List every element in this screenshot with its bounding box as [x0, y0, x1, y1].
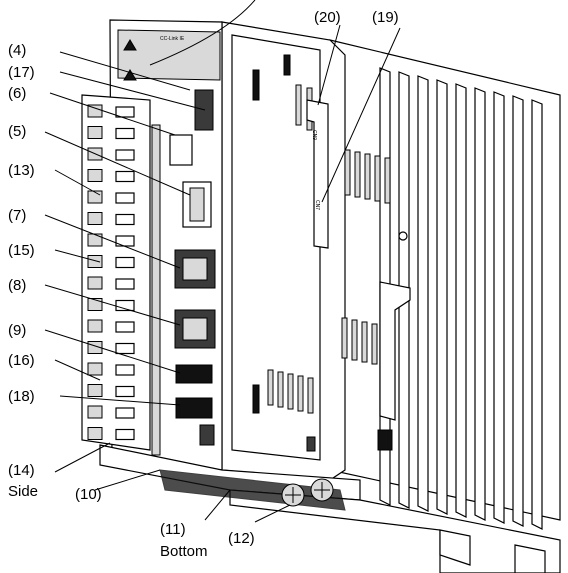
- heat-sink: [329, 39, 561, 530]
- terminal-slot: [115, 192, 135, 204]
- lower-vents: [252, 317, 393, 451]
- label-15: (15): [8, 242, 35, 259]
- label-20: (20): [314, 9, 341, 26]
- terminal-screw: [87, 212, 103, 225]
- terminal-slot: [115, 407, 135, 419]
- terminal-slot: [115, 235, 135, 247]
- heat-sink-fin: [531, 99, 543, 530]
- label-7: (7): [8, 207, 26, 224]
- label-6: (6): [8, 85, 26, 102]
- terminal-slot: [115, 213, 135, 226]
- bottom-base: [99, 444, 561, 573]
- cn-connector-9: [175, 364, 213, 384]
- terminal-slot: [115, 385, 135, 398]
- terminal-slot: [115, 321, 135, 333]
- cn9-text: CN9: [311, 130, 317, 140]
- side-hole: [398, 231, 408, 241]
- warning-icon-2: [123, 69, 137, 81]
- heat-sink-fin: [512, 95, 524, 527]
- mode-switch: [169, 134, 193, 166]
- label-4: (4): [8, 42, 26, 59]
- label-bottom: Bottom: [160, 543, 208, 560]
- cn7-text: CN7: [314, 200, 320, 210]
- heat-sink-fin: [493, 91, 505, 524]
- terminal-screw: [87, 405, 103, 419]
- terminal-screw: [87, 169, 103, 182]
- cn-connector-small: [199, 424, 215, 446]
- leader-lines: [44, 0, 401, 523]
- label-18: (18): [8, 388, 35, 405]
- label-11: (11): [160, 521, 186, 538]
- front-divider: [151, 124, 161, 456]
- terminal-slot: [115, 127, 135, 140]
- label-17: (17): [8, 64, 35, 81]
- terminal-slot: [115, 364, 135, 376]
- label-side: Side: [8, 483, 38, 500]
- terminal-slot: [115, 342, 135, 355]
- warning-icon: [123, 39, 137, 51]
- terminal-slot: [115, 299, 135, 312]
- terminal-screw: [87, 319, 103, 333]
- middle-vents: [344, 149, 391, 204]
- heat-sink-fin: [455, 83, 467, 518]
- terminal-slot: [115, 149, 135, 161]
- terminal-screw: [87, 276, 103, 290]
- terminal-blocks: [81, 94, 151, 451]
- terminal-screw: [87, 233, 103, 247]
- terminal-screw: [87, 362, 103, 376]
- label-12: (12): [228, 530, 255, 547]
- terminal-screw: [87, 427, 103, 440]
- label-8: (8): [8, 277, 26, 294]
- cn-connector-18: [175, 397, 213, 419]
- terminal-slot: [115, 278, 135, 290]
- label-16: (16): [8, 352, 35, 369]
- label-10: (10): [75, 486, 102, 503]
- terminal-screw: [87, 126, 103, 139]
- label-19: (19): [372, 9, 399, 26]
- side-connector: [306, 436, 316, 452]
- label-13: (13): [8, 162, 35, 179]
- label-9: (9): [8, 322, 26, 339]
- heat-sink-fin: [474, 87, 486, 521]
- terminal-screw: [87, 190, 103, 204]
- heat-sink-fin: [417, 75, 429, 512]
- label-14: (14): [8, 462, 35, 479]
- terminal-slot: [115, 170, 135, 183]
- terminal-slot: [115, 106, 135, 118]
- label-5: (5): [8, 123, 26, 140]
- terminal-slot: [115, 256, 135, 269]
- terminal-slot: [115, 428, 135, 441]
- terminal-screw: [87, 255, 103, 268]
- terminal-screw: [87, 104, 103, 118]
- heat-sink-fin: [436, 79, 448, 515]
- terminal-screw: [87, 298, 103, 311]
- terminal-screw: [87, 384, 103, 397]
- side-panel: CN9 CN7: [221, 21, 411, 481]
- callout-labels: (4) (17) (6) (5) (13) (7) (15) (8) (9) (…: [8, 9, 399, 560]
- brand-text: CC-Link IE: [160, 36, 185, 42]
